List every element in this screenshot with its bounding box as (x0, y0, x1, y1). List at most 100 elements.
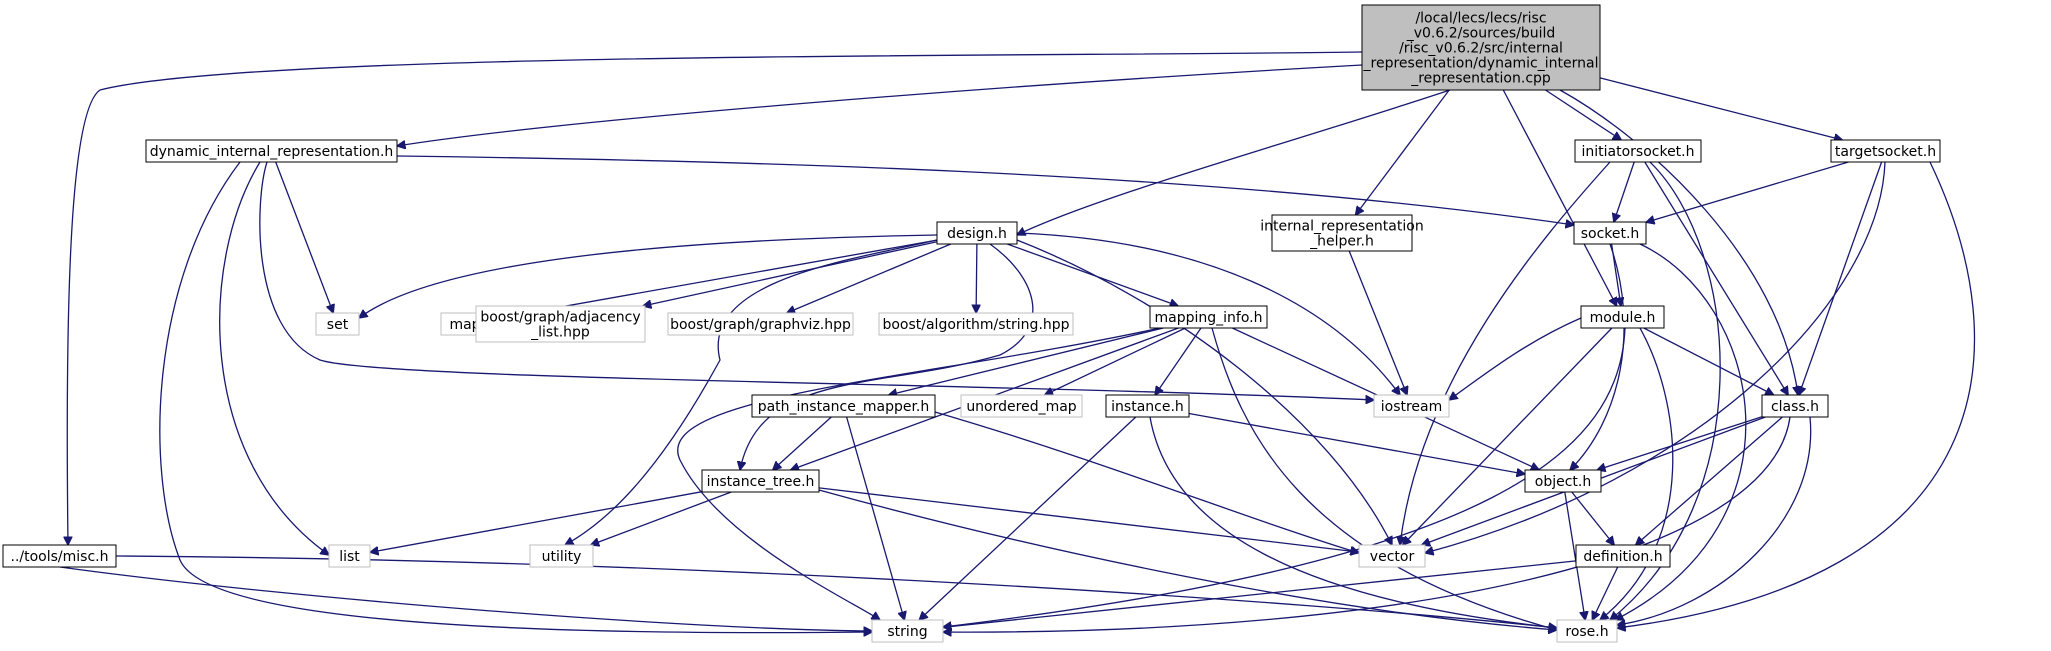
edge-main-to-design (1017, 89, 1451, 235)
node-label-itree: instance_tree.h (707, 474, 815, 490)
node-module[interactable]: module.h (1580, 305, 1665, 329)
edge-instance-to-string (919, 416, 1137, 620)
node-box-mapinfo (1149, 305, 1268, 329)
node-label-graphviz: boost/graph/graphviz.hpp (670, 317, 851, 333)
edge-mapinfo-to-rose (1211, 327, 1557, 630)
edge-itree-to-rose (818, 489, 1557, 630)
edge-initsock-to-class (1644, 161, 1788, 395)
node-box-socket (1573, 221, 1647, 245)
edge-class-to-object (1597, 416, 1763, 470)
node-label-iostream: iostream (1381, 399, 1443, 415)
node-box-list (328, 544, 371, 568)
node-initsock[interactable]: initiatorsocket.h (1574, 139, 1702, 163)
node-targsock[interactable]: targetsocket.h (1830, 139, 1941, 163)
node-box-vector (1358, 544, 1426, 568)
edge-design-to-itree (740, 243, 1034, 470)
node-list: list (328, 544, 371, 568)
node-label-targsock: targetsocket.h (1835, 144, 1936, 160)
edge-targsock-to-rose (1617, 161, 1976, 628)
edge-misc-to-string (59, 566, 872, 631)
node-label-initsock: initiatorsocket.h (1581, 144, 1694, 160)
node-mapinfo[interactable]: mapping_info.h (1149, 305, 1268, 329)
edge-dir_h-to-string (159, 161, 872, 633)
node-label-utility: utility (542, 549, 582, 565)
node-label-main: /local/lecs/lecs/risc (1415, 11, 1546, 27)
node-box-adjlist (475, 305, 646, 343)
edge-main-to-targsock (1599, 77, 1843, 140)
node-box-graphviz (667, 312, 854, 336)
edge-dir_h-to-set (275, 161, 334, 313)
edge-main-to-dir_h (397, 64, 1363, 146)
edge-module-to-rose (1600, 327, 1674, 620)
edge-instance-to-rose (1149, 416, 1557, 628)
edge-main-to-initsock (1545, 89, 1622, 140)
node-label-umap: unordered_map (966, 399, 1076, 415)
node-socket[interactable]: socket.h (1573, 221, 1647, 245)
node-label-mapinfo: mapping_info.h (1155, 310, 1263, 326)
node-label-rose: rose.h (1565, 624, 1608, 640)
node-main[interactable]: /local/lecs/lecs/risc_v0.6.2/sources/bui… (1361, 4, 1601, 91)
node-class[interactable]: class.h (1761, 394, 1829, 418)
edge-pim-to-itree (773, 416, 832, 470)
node-box-iostream (1373, 394, 1450, 418)
edge-definition-to-string (943, 560, 1577, 627)
node-definition[interactable]: definition.h (1575, 544, 1671, 568)
edge-main-to-module (1502, 89, 1616, 306)
node-set: set (315, 312, 360, 336)
edge-design-to-adjlist (643, 241, 938, 306)
edge-instance-to-object (1188, 412, 1525, 475)
node-box-umap (960, 394, 1083, 418)
node-itree[interactable]: instance_tree.h (701, 469, 820, 493)
node-label-main: /risc_v0.6.2/src/internal (1399, 41, 1563, 57)
edge-mapinfo-to-instance (1155, 327, 1202, 395)
edge-mapinfo-to-umap (1045, 327, 1186, 395)
edge-misc-to-rose (115, 555, 1557, 628)
node-misc[interactable]: ../tools/misc.h (2, 544, 117, 568)
node-label-list: list (339, 549, 360, 565)
node-box-targsock (1830, 139, 1941, 163)
node-label-adjlist: boost/graph/adjacency (480, 310, 640, 326)
node-box-dir_h (145, 139, 398, 163)
node-dir_h[interactable]: dynamic_internal_representation.h (145, 139, 398, 163)
node-label-pim: path_instance_mapper.h (758, 399, 930, 415)
node-object[interactable]: object.h (1524, 469, 1602, 493)
edge-mapinfo-to-pim (889, 327, 1164, 395)
nodes-layer: /local/lecs/lecs/risc_v0.6.2/sources/bui… (2, 4, 1941, 643)
node-label-irhelper: _helper.h (1309, 234, 1374, 250)
edge-design-to-graphviz (787, 243, 952, 313)
node-label-irhelper: internal_representation (1260, 219, 1423, 235)
node-umap: unordered_map (960, 394, 1083, 418)
node-box-misc (2, 544, 117, 568)
edge-socket-to-object (1570, 243, 1625, 470)
edge-design-to-vector (1016, 239, 1392, 545)
node-box-irhelper (1271, 214, 1413, 252)
edge-object-to-rose (1564, 491, 1585, 620)
node-label-main: _v0.6.2/sources/build (1406, 26, 1556, 42)
node-box-itree (701, 469, 820, 493)
node-irhelper[interactable]: internal_representation_helper.h (1260, 214, 1424, 252)
node-box-design (936, 221, 1018, 245)
node-box-rose (1556, 619, 1618, 643)
node-design[interactable]: design.h (936, 221, 1018, 245)
edge-design-to-set (359, 234, 938, 318)
edge-main-to-misc (67, 51, 1363, 545)
node-box-utility (529, 544, 594, 568)
edge-dir_h-to-socket (396, 155, 1574, 225)
node-label-module: module.h (1590, 310, 1656, 326)
edge-initsock-to-socket (1614, 161, 1635, 222)
node-label-main: _representation.cpp (1410, 71, 1551, 87)
node-label-definition: definition.h (1583, 549, 1662, 565)
edge-module-to-iostream (1449, 317, 1582, 400)
node-label-string: string (887, 624, 927, 640)
node-label-misc: ../tools/misc.h (11, 549, 109, 565)
node-label-main: _representation/dynamic_internal (1363, 56, 1599, 72)
edge-dir_h-to-iostream (259, 161, 1374, 400)
node-box-string (871, 619, 944, 643)
edge-definition-to-rose (1592, 566, 1619, 620)
node-utility: utility (529, 544, 594, 568)
node-instance[interactable]: instance.h (1105, 394, 1190, 418)
node-label-algostr: boost/algorithm/string.hpp (882, 317, 1069, 333)
node-pim[interactable]: path_instance_mapper.h (751, 394, 936, 418)
edge-class-to-definition (1636, 416, 1783, 545)
